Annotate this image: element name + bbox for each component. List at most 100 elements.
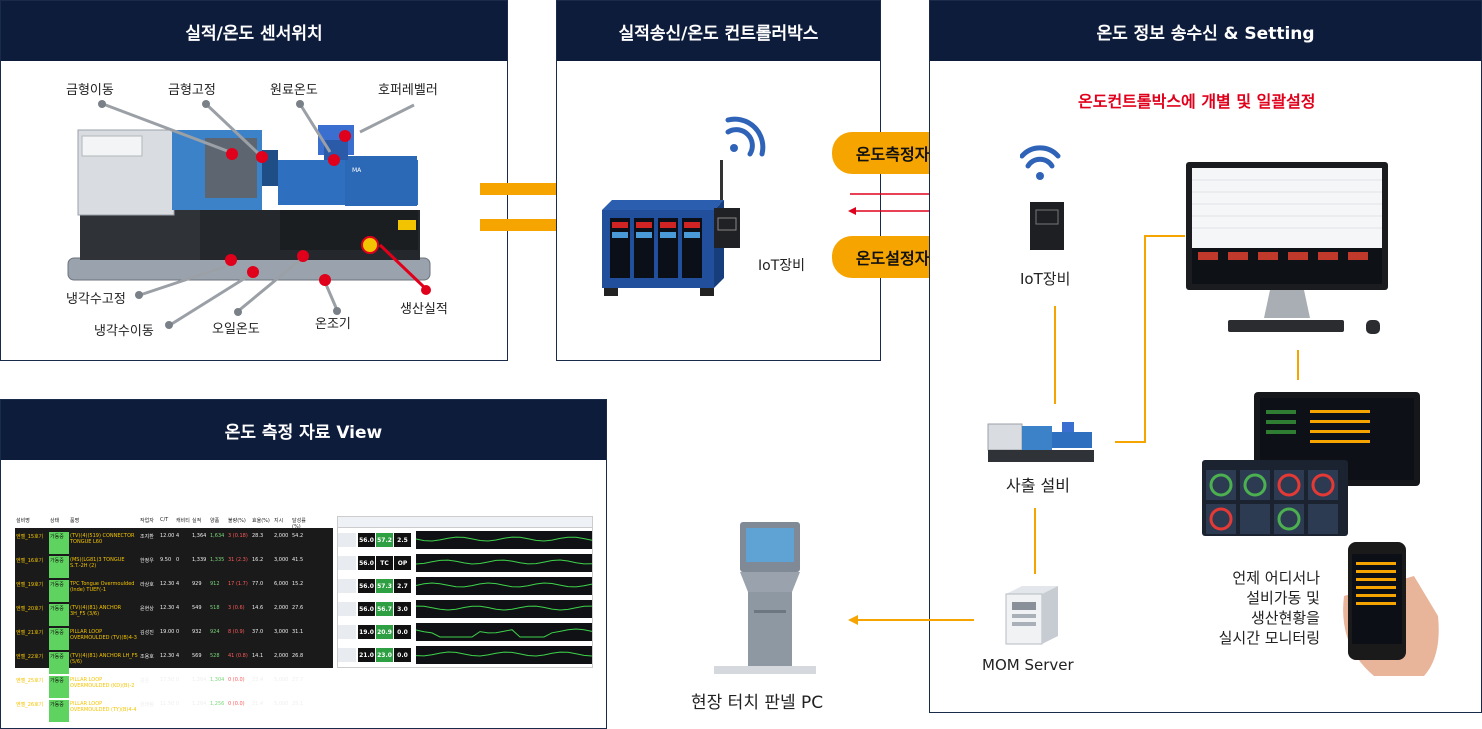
table-cell: 엔젤_15호기 xyxy=(16,534,44,540)
machine-badge-text: MA xyxy=(352,167,362,174)
label-coolant-move: 냉각수이동 xyxy=(94,324,154,339)
table-cell: 77.0 xyxy=(252,581,264,587)
table-cell: 가동중 xyxy=(49,580,69,602)
table-cell: 26.8 xyxy=(292,653,304,659)
table-cell: 가동중 xyxy=(49,532,69,554)
trend-readout: 0.0 xyxy=(394,625,411,639)
table-cell: 2,000 xyxy=(274,533,289,539)
table-cell: 27.7 xyxy=(292,677,304,683)
table-cell: PILLAR LOOP OVERMOULDED (TY)(B)4-4 xyxy=(70,701,137,713)
table-cell: 조용호 xyxy=(140,654,154,660)
table-header: 설비명 상태 품명 작업자 C/T 캐비티 실적 양품 불량(%) 효율(%) … xyxy=(15,516,333,528)
table-cell: 조지환 xyxy=(140,534,154,540)
label-material-temp: 원료온도 xyxy=(270,83,318,98)
table-cell: 가동중 xyxy=(49,604,69,626)
trend-row-tag xyxy=(338,556,356,570)
table-cell: 가동중 xyxy=(49,652,69,674)
table-cell: 가동중 xyxy=(49,676,69,698)
tablet-illustration xyxy=(1202,392,1420,536)
table-cell: 0 xyxy=(176,677,180,683)
table-cell: (TV)(4)(81) ANCHOR 3H_F5 (3/6) xyxy=(70,605,122,617)
table-cell: 김성진 xyxy=(140,630,154,636)
col-rate: 달성률(%) xyxy=(292,518,306,528)
trend-line-chart xyxy=(415,623,593,641)
table-cell: 23.4 xyxy=(252,677,264,683)
table-cell: 549 xyxy=(192,605,202,611)
table-cell: 11.50 xyxy=(160,701,175,707)
monitoring-text: 언제 어디서나 설비가동 및 생산현황을 실시간 모니터링 xyxy=(1196,568,1320,648)
trend-readout: TC xyxy=(376,556,393,570)
table-cell: (TV)(4)(81) ANCHOR LH_F5 (5/6) xyxy=(70,653,138,665)
sensor-panel-title: 실적/온도 센서위치 xyxy=(1,1,507,61)
col-order: 지시 xyxy=(274,518,284,524)
table-cell: 5,000 xyxy=(274,701,289,707)
table-cell: 12.30 xyxy=(160,653,175,659)
table-cell: 3 (0.6) xyxy=(228,605,245,611)
setting-headline: 온도컨트롤박스에 개별 및 일괄설정 xyxy=(1078,92,1316,111)
label-mold-fixed: 금형고정 xyxy=(168,83,216,98)
table-cell: 0 (0.0) xyxy=(228,701,245,707)
trend-readout: 56.7 xyxy=(376,602,393,616)
trend-readout: 56.0 xyxy=(358,602,375,616)
table-cell: 1,364 xyxy=(192,533,207,539)
trend-row-tag xyxy=(338,602,356,616)
col-ct: C/T xyxy=(160,517,169,523)
table-cell: TPC Tongue Overmoulded (Inde) TUEF(-1 xyxy=(70,581,135,593)
table-cell: 16.2 xyxy=(252,557,264,563)
table-cell: 25.1 xyxy=(292,701,304,707)
table-cell: 14.6 xyxy=(252,605,264,611)
table-cell: 1,634 xyxy=(210,533,225,539)
trend-line-chart xyxy=(415,531,593,549)
table-cell: 15.2 xyxy=(292,581,304,587)
trend-row-tag xyxy=(338,533,356,547)
label-production: 생산실적 xyxy=(400,302,448,317)
table-cell: 27.6 xyxy=(292,605,304,611)
table-cell: 17 (1.7) xyxy=(228,581,248,587)
table-cell: 924 xyxy=(210,629,220,635)
trend-toolbar xyxy=(338,517,592,528)
table-cell: 1,339 xyxy=(192,557,207,563)
label-hopper-heater: 호퍼레벨러 xyxy=(378,83,438,98)
trend-readout: 0.0 xyxy=(394,648,411,662)
desktop-monitor-illustration xyxy=(1186,162,1388,334)
table-cell: 원태림 xyxy=(140,702,154,708)
table-cell: 엔젤_16호기 xyxy=(16,558,44,564)
col-status: 상태 xyxy=(50,518,60,524)
trend-row-tag xyxy=(338,579,356,593)
trend-readout: 57.3 xyxy=(376,579,393,593)
server-label: MOM Server xyxy=(982,656,1074,674)
table-cell: 가동중 xyxy=(49,556,69,578)
table-cell: 3 (0.18) xyxy=(228,533,248,539)
table-cell: 569 xyxy=(192,653,202,659)
table-cell: 528 xyxy=(210,653,220,659)
table-cell: PILLAR LOOP OVERMOULDED (TV)(B)4-3 xyxy=(70,629,137,641)
table-cell: 12.30 xyxy=(160,581,175,587)
controller-box-illustration xyxy=(602,116,766,296)
injection-machine-small xyxy=(987,422,1094,462)
trend-row-tag xyxy=(338,648,356,662)
wifi-icon xyxy=(725,116,766,157)
label-ambient: 온조기 xyxy=(315,317,351,332)
trend-line-chart xyxy=(415,554,593,572)
touch-pc-label: 현장 터치 판넬 PC xyxy=(691,693,824,713)
trend-readout: 57.2 xyxy=(376,533,393,547)
table-cell: 6,000 xyxy=(274,581,289,587)
table-cell: 17.50 xyxy=(160,677,175,683)
table-cell: 1,256 xyxy=(210,701,225,707)
col-machine: 설비명 xyxy=(16,518,30,524)
table-cell: 4 xyxy=(176,653,180,659)
controller-panel-title: 실적송신/온도 컨트롤러박스 xyxy=(557,1,880,61)
table-cell: 가동중 xyxy=(49,700,69,722)
trend-readout: 2.7 xyxy=(394,579,411,593)
table-cell: 5,000 xyxy=(274,677,289,683)
